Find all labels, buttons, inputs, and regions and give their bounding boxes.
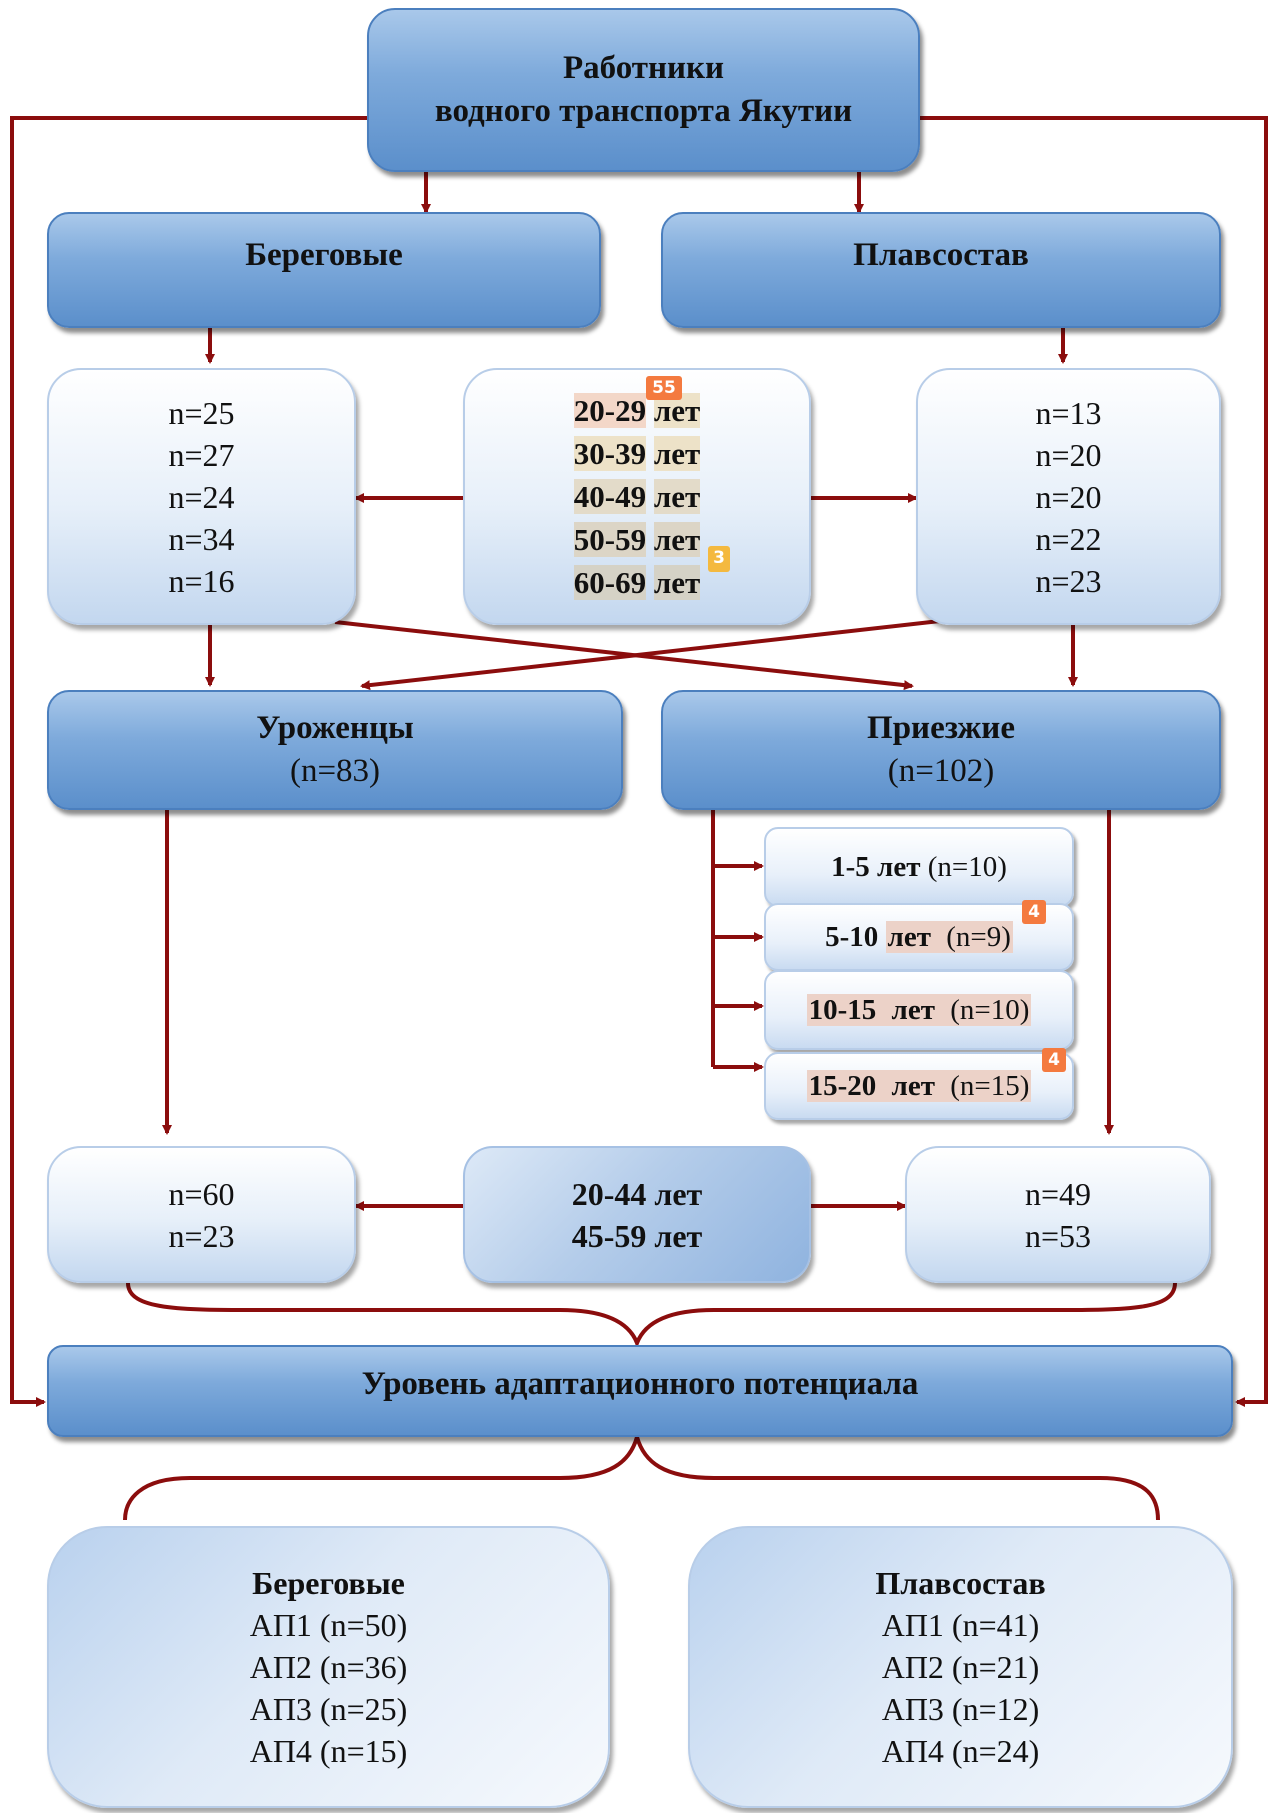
age-count-right-3: n=20 [1035, 478, 1102, 515]
result-right-item-2: АП2 (n=21) [881, 1649, 1040, 1685]
age2-line2: 45-59 лет [571, 1217, 703, 1254]
top-title-line1: Работники [562, 50, 725, 86]
residence-1: 1-5 лет (n=10) [764, 827, 1074, 907]
result-left-title: Береговые [252, 1565, 405, 1601]
age2-left-counts: n=60 n=23 [47, 1146, 356, 1283]
badge-comment-2[interactable]: 3 [708, 546, 730, 572]
natives-box: Уроженцы (n=83) [47, 690, 623, 810]
age-count-left-5: n=16 [168, 562, 235, 599]
branch-right-box: Плавсостав [661, 212, 1221, 328]
level-title: Уровень адаптационного потенциала [361, 1365, 919, 1402]
residence-unit-1: лет [877, 850, 921, 883]
newcomers-count: (n=102) [887, 753, 995, 789]
top-title-box: Работники водного транспорта Якутии [367, 8, 920, 172]
branch-right-label: Плавсостав [853, 236, 1029, 273]
residence-range-3: 10-15 [806, 993, 879, 1026]
age-range-1: 20-29 [573, 393, 647, 428]
residence-count-2: (n=9) [944, 920, 1013, 953]
residence-count-1: (n=10) [927, 850, 1007, 883]
age-count-left-4: n=34 [168, 520, 235, 557]
age-unit-5: лет [653, 565, 701, 600]
age-count-left-2: n=27 [168, 436, 235, 473]
age-group-2: 30-39 лет [573, 432, 701, 475]
residence-range-2: 5-10 [825, 920, 879, 953]
age-count-left-1: n=25 [168, 394, 235, 431]
newcomers-box: Приезжие (n=102) [661, 690, 1221, 810]
result-left-item-4: АП4 (n=15) [249, 1733, 408, 1769]
level-box: Уровень адаптационного потенциала [47, 1345, 1233, 1437]
top-title-line2: водного транспорта Якутии [434, 93, 853, 129]
residence-count-4: (n=15) [948, 1069, 1032, 1102]
result-right-item-4: АП4 (n=24) [881, 1733, 1040, 1769]
natives-count: (n=83) [289, 753, 381, 789]
result-left-item-2: АП2 (n=36) [249, 1649, 408, 1685]
age-range-4: 50-59 [573, 522, 647, 557]
age-count-right-4: n=22 [1035, 520, 1102, 557]
age-group-5: 60-69 лет [573, 561, 701, 604]
age-groups-box: 20-29 лет 30-39 лет 40-49 лет 50-59 лет … [463, 368, 811, 625]
residence-unit-2: лет [885, 920, 933, 953]
age-count-left-3: n=24 [168, 478, 235, 515]
age-count-right-5: n=23 [1035, 562, 1102, 599]
badge-comment-3[interactable]: 4 [1022, 900, 1046, 924]
age-group-3: 40-49 лет [573, 475, 701, 518]
residence-range-4: 15-20 [806, 1069, 879, 1102]
age2-line1: 20-44 лет [571, 1175, 703, 1212]
result-left-item-3: АП3 (n=25) [249, 1691, 408, 1727]
newcomers-label: Приезжие [867, 710, 1015, 746]
result-right-item-3: АП3 (n=12) [881, 1691, 1040, 1727]
age-range-2: 30-39 [573, 436, 647, 471]
branch-left-box: Береговые [47, 212, 601, 328]
age2-left-1: n=60 [168, 1175, 235, 1212]
result-right-box: Плавсостав АП1 (n=41) АП2 (n=21) АП3 (n=… [688, 1526, 1233, 1808]
residence-unit-3: лет [889, 993, 937, 1026]
age-counts-left: n=25 n=27 n=24 n=34 n=16 [47, 368, 356, 625]
age-counts-right: n=13 n=20 n=20 n=22 n=23 [916, 368, 1221, 625]
residence-2: 5-10 лет (n=9) [764, 903, 1074, 971]
badge-comment-4[interactable]: 4 [1042, 1048, 1066, 1072]
age-range-5: 60-69 [573, 565, 647, 600]
residence-range-1: 1-5 [831, 850, 870, 883]
residence-count-3: (n=10) [948, 993, 1032, 1026]
age-unit-2: лет [653, 436, 701, 471]
result-left-item-1: АП1 (n=50) [249, 1607, 408, 1643]
residence-unit-4: лет [889, 1069, 937, 1102]
age-count-right-1: n=13 [1035, 394, 1102, 431]
age-count-right-2: n=20 [1035, 436, 1102, 473]
age2-left-2: n=23 [168, 1217, 235, 1254]
age2-center: 20-44 лет 45-59 лет [463, 1146, 811, 1283]
branch-left-label: Береговые [245, 236, 403, 273]
age-unit-3: лет [653, 479, 701, 514]
residence-3: 10-15 лет (n=10) [764, 970, 1074, 1050]
age-group-4: 50-59 лет [573, 518, 701, 561]
badge-comment-1[interactable]: 55 [646, 376, 682, 400]
age2-right-2: n=53 [1024, 1217, 1092, 1254]
age-range-3: 40-49 [573, 479, 647, 514]
result-right-item-1: АП1 (n=41) [881, 1607, 1040, 1643]
age2-right-1: n=49 [1024, 1175, 1092, 1212]
result-right-title: Плавсостав [875, 1565, 1046, 1601]
natives-label: Уроженцы [256, 710, 414, 746]
age2-right-counts: n=49 n=53 [905, 1146, 1211, 1283]
result-left-box: Береговые АП1 (n=50) АП2 (n=36) АП3 (n=2… [47, 1526, 610, 1808]
age-unit-4: лет [653, 522, 701, 557]
residence-4: 15-20 лет (n=15) [764, 1052, 1074, 1120]
